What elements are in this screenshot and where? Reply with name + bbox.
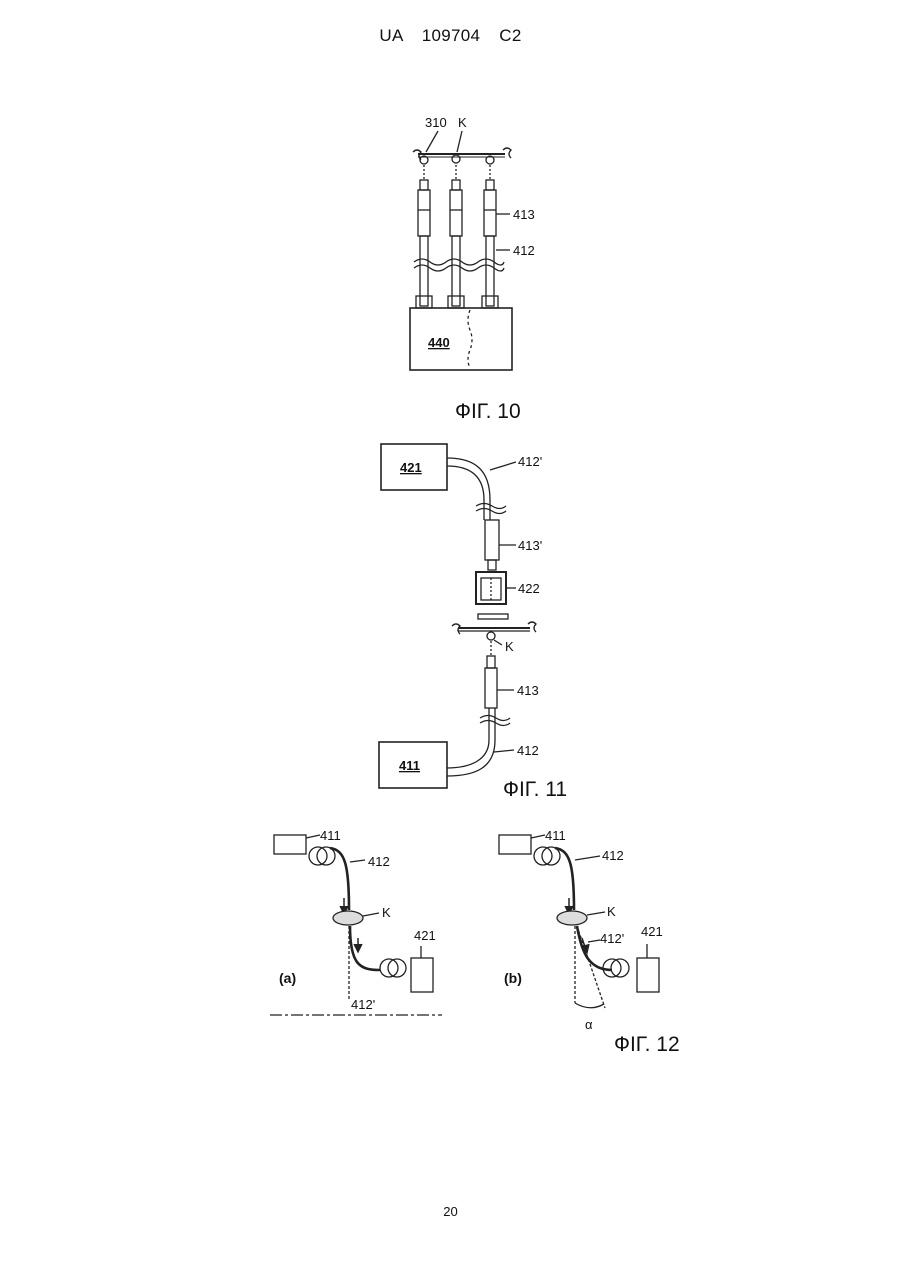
fig12b-label-k: K (607, 904, 616, 919)
figure-12a (270, 835, 442, 1015)
fig11-box-421-label: 421 (400, 460, 422, 475)
fig10-label-412: 412 (513, 243, 535, 258)
fig12a-label-k: K (382, 905, 391, 920)
fig12a-label-411: 411 (320, 828, 341, 843)
fig11-label-413: 413 (517, 683, 539, 698)
fig11-label-413p: 413' (518, 538, 542, 553)
fig12a-label-412p: 412' (351, 997, 375, 1012)
fig11-label-412p: 412' (518, 454, 542, 469)
fig12b-sub-label: (b) (504, 970, 522, 986)
fig12b-label-alpha: α (585, 1017, 593, 1032)
fig12b-label-411: 411 (545, 828, 566, 843)
fig12a-label-421: 421 (414, 928, 436, 943)
fig10-label-310: 310 (425, 115, 447, 130)
fig11-label-412: 412 (517, 743, 539, 758)
fig10-label-k: K (458, 115, 467, 130)
fig11-label-422: 422 (518, 581, 540, 596)
fig11-caption: ФІГ. 11 (503, 778, 567, 801)
figure-11 (379, 444, 536, 788)
probe-assembly-left (416, 165, 432, 308)
fig12b-label-421: 421 (641, 924, 663, 939)
fig10-label-413: 413 (513, 207, 535, 222)
fig12b-label-412p: 412' (600, 931, 624, 946)
fig11-label-k: K (505, 639, 514, 654)
probe-assembly-middle (448, 165, 464, 308)
fig12-caption: ФІГ. 12 (614, 1033, 680, 1056)
figure-12b (499, 835, 659, 1008)
fig10-caption: ФІГ. 10 (455, 400, 521, 423)
figure-10 (410, 131, 512, 370)
fig10-box-440-label: 440 (428, 335, 450, 350)
page-number: 20 (0, 1204, 901, 1219)
fig12a-sub-label: (a) (279, 970, 296, 986)
fig12a-label-412: 412 (368, 854, 390, 869)
probe-assembly-right (482, 165, 498, 308)
fig11-box-411-label: 411 (399, 758, 420, 773)
fig12b-label-412: 412 (602, 848, 624, 863)
